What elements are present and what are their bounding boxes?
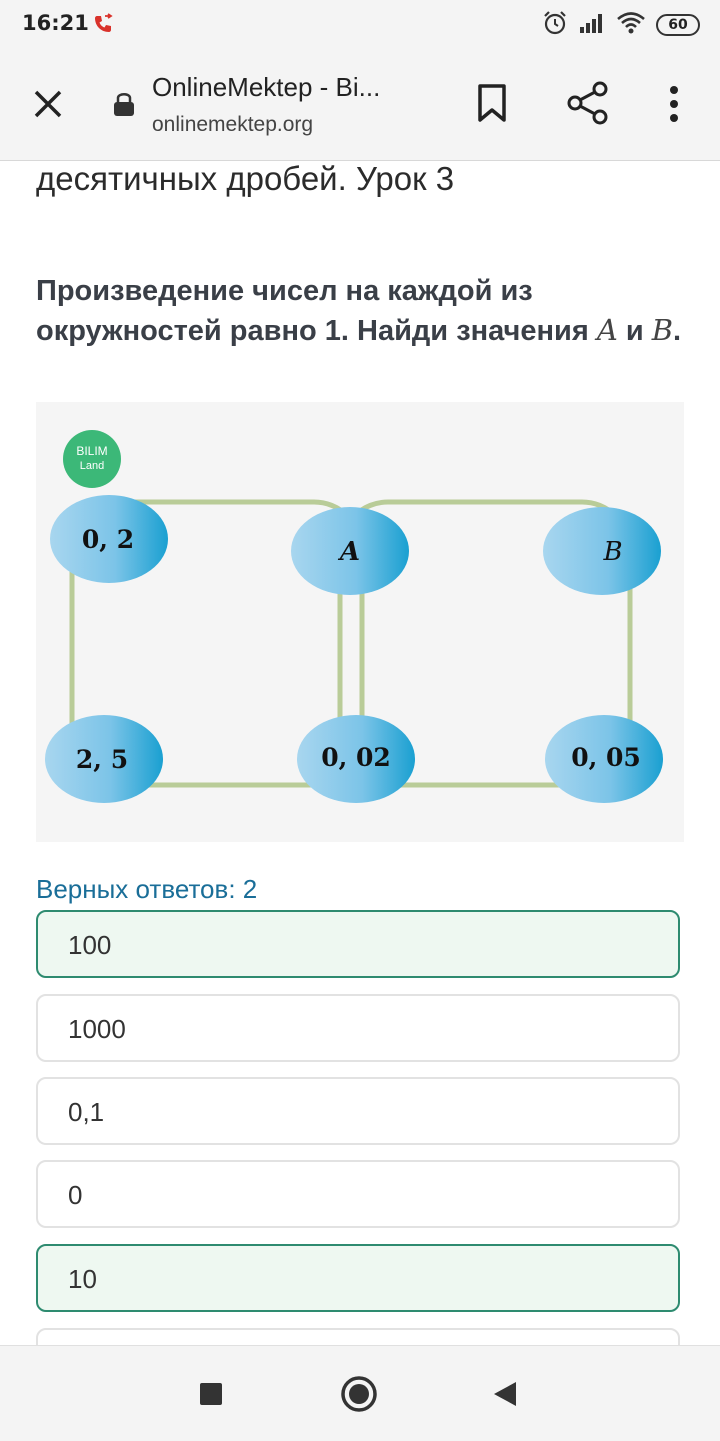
browser-toolbar: OnlineMektep - Bi... onlinemektep.org xyxy=(0,50,720,161)
answer-option-4[interactable]: 0 xyxy=(36,1160,680,1228)
node-bottom-left xyxy=(45,715,163,803)
node-top-left-label: 0, 2 xyxy=(82,525,134,554)
page-content: натуральное число. Умножение десятичных … xyxy=(36,122,686,1345)
circles-diagram: BILIM Land 0, 2 A B 2, 5 0, 02 0, 05 xyxy=(45,430,663,803)
question-prefix: Произведение чисел на каждой из окружнос… xyxy=(36,275,597,347)
question-text: Произведение чисел на каждой из окружнос… xyxy=(36,272,686,351)
answer-option-3[interactable]: 0,1 xyxy=(36,1077,680,1145)
question-var-a: A xyxy=(596,313,618,347)
node-top-middle xyxy=(291,507,409,595)
node-top-middle-label: A xyxy=(337,537,360,567)
battery-icon: 60 xyxy=(656,14,700,36)
answer-option-label: 1000 xyxy=(68,1014,126,1044)
problem-figure: BILIM Land 0, 2 A B 2, 5 0, 02 0, 05 xyxy=(36,402,684,842)
bilim-land-logo xyxy=(63,430,121,488)
node-top-right-label: B xyxy=(602,537,622,567)
answer-option-2[interactable]: 1000 xyxy=(36,994,680,1062)
answer-option-5[interactable]: 10 xyxy=(36,1244,680,1312)
answer-option-label: 10 xyxy=(68,1264,97,1294)
alarm-icon xyxy=(542,10,568,40)
answer-option-label: 100 xyxy=(68,930,112,960)
left-circle-ring xyxy=(69,499,365,788)
answer-option-label: 0 xyxy=(68,1180,83,1210)
recents-icon[interactable] xyxy=(199,1382,223,1410)
lock-icon[interactable] xyxy=(112,90,136,122)
node-bottom-right xyxy=(545,715,663,803)
node-bottom-middle-label: 0, 02 xyxy=(321,743,391,772)
home-icon[interactable] xyxy=(340,1375,378,1417)
answer-option-partial[interactable] xyxy=(36,1328,680,1345)
question-var-b: B xyxy=(651,313,674,347)
logo-text-1: BILIM xyxy=(76,444,107,458)
share-icon[interactable] xyxy=(566,80,610,130)
node-bottom-right-label: 0, 05 xyxy=(571,743,641,772)
phone-call-icon xyxy=(92,13,114,39)
bookmark-icon[interactable] xyxy=(474,82,510,128)
wifi-icon xyxy=(616,11,646,39)
node-top-left xyxy=(50,495,168,583)
answer-option-label: 0,1 xyxy=(68,1097,105,1127)
node-bottom-left-label: 2, 5 xyxy=(76,745,128,774)
question-suffix: . xyxy=(673,315,682,347)
correct-answers-count: Верных ответов: 2 xyxy=(36,874,258,904)
logo-text-2: Land xyxy=(80,460,104,472)
close-icon[interactable] xyxy=(28,84,68,124)
status-bar: 16:21 60 xyxy=(0,0,720,50)
node-top-right xyxy=(543,507,661,595)
question-middle: и xyxy=(617,315,652,347)
signal-icon xyxy=(578,12,606,38)
answer-option-1[interactable]: 100 xyxy=(36,910,680,978)
status-icons: 60 xyxy=(542,10,700,40)
back-icon[interactable] xyxy=(492,1380,518,1412)
status-time: 16:21 xyxy=(22,11,89,35)
system-nav-bar xyxy=(0,1345,720,1441)
page-title: OnlineMektep - Bi... xyxy=(152,72,381,102)
node-bottom-middle xyxy=(297,715,415,803)
page-url: onlinemektep.org xyxy=(152,113,314,136)
right-circle-ring xyxy=(337,499,633,788)
more-vert-icon[interactable] xyxy=(662,84,686,128)
